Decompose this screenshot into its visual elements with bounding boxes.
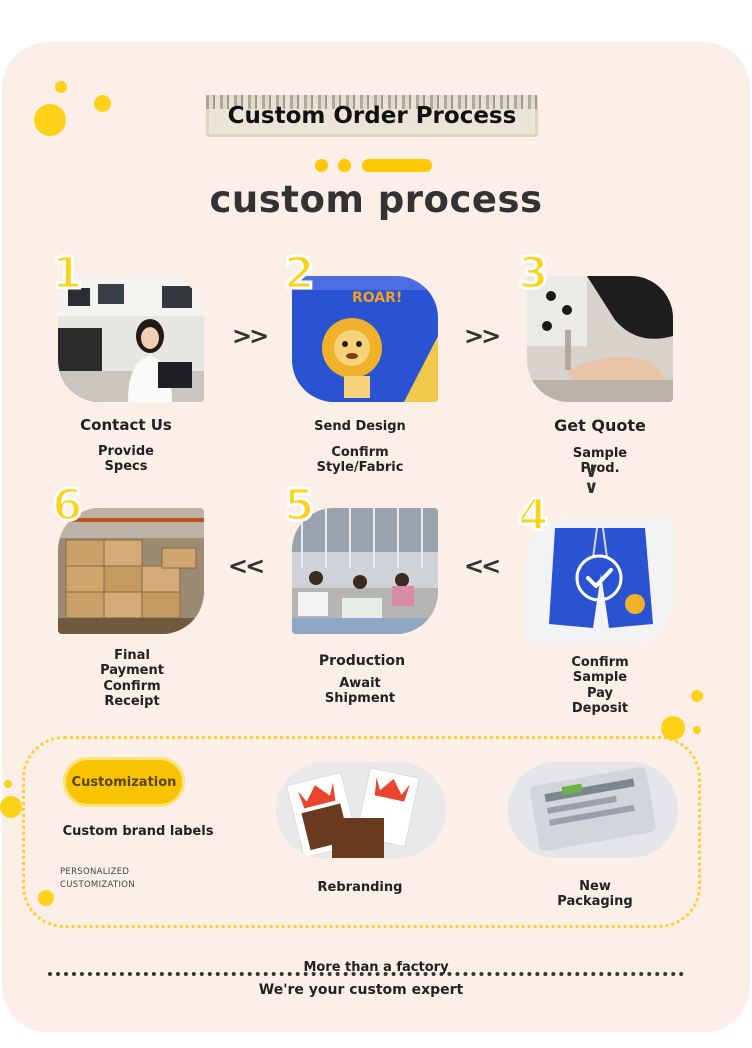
step-3-subtitle-1: Sample — [572, 446, 628, 461]
step-2-subtitle-2: Style/Fabric — [316, 460, 404, 475]
decor-dot — [55, 81, 67, 93]
step-4-subtitle-1: Confirm — [571, 655, 629, 670]
decor-dot — [338, 159, 351, 172]
step-4-subtitle-2: Sample — [572, 670, 628, 685]
check-icon — [586, 568, 613, 588]
packaging-text-2: Packaging — [557, 894, 633, 909]
decor-dot — [691, 690, 703, 702]
step-1-subtitle-2: Specs — [104, 459, 148, 474]
footer-line-1: More than a factory — [303, 960, 449, 975]
roar-text: ROAR! — [352, 290, 402, 306]
decor-dot — [4, 780, 12, 788]
step-3-photo — [527, 276, 673, 402]
step-4-photo — [527, 518, 673, 644]
arrow-forward-2: >> — [464, 322, 501, 350]
customization-panel — [22, 736, 701, 928]
step-1-photo — [58, 276, 204, 402]
step-5-title: Production — [318, 653, 406, 669]
arrow-back-1: << — [228, 552, 265, 580]
customization-pill: Customization — [66, 760, 182, 804]
step-6-photo — [58, 508, 204, 634]
step-6-subtitle-4: Receipt — [104, 694, 160, 709]
step-6-subtitle-2: Payment — [100, 663, 164, 678]
step-2-subtitle-1: Confirm — [331, 445, 389, 460]
decor-dot — [0, 796, 22, 818]
step-4-subtitle-3: Pay — [586, 686, 614, 701]
brand-labels-text: Custom brand labels — [62, 824, 214, 839]
chevron-down-icon: ∨ — [584, 477, 599, 498]
rebranding-text: Rebranding — [317, 880, 403, 895]
personalized-line-1: PERSONALIZED — [60, 867, 130, 877]
decor-bar — [362, 159, 432, 172]
step-1-subtitle-1: Provide — [98, 444, 154, 459]
step-6-number: 6 — [51, 479, 85, 533]
step-6-subtitle-3: Confirm — [103, 679, 161, 694]
packaging-photo — [508, 762, 678, 858]
arrow-back-2: << — [464, 552, 501, 580]
step-1-title: Contact Us — [80, 416, 172, 434]
personalized-line-2: CUSTOMIZATION — [60, 880, 135, 890]
check-circle-icon — [575, 554, 623, 602]
step-3-subtitle-2: Prod. — [580, 461, 620, 476]
packaging-text-1: New — [579, 879, 611, 894]
step-5-subtitle-2: Shipment — [324, 691, 396, 706]
page-title: custom process — [209, 178, 543, 221]
step-2-photo: ROAR! — [292, 276, 438, 402]
chevron-down-icon: ∨ — [584, 461, 599, 482]
title-banner — [206, 95, 538, 137]
footer-line-2: We're your custom expert — [258, 982, 464, 998]
banner-title: Custom Order Process — [227, 103, 517, 129]
footer-divider — [48, 972, 684, 976]
labels-photo — [276, 762, 446, 858]
step-5-photo — [292, 508, 438, 634]
step-4-number: 4 — [517, 489, 551, 543]
step-2-title: Send Design — [314, 419, 406, 434]
decor-dot — [693, 726, 701, 734]
step-3-number: 3 — [517, 247, 551, 301]
step-2-number: 2 — [283, 247, 317, 301]
decor-dot — [315, 159, 328, 172]
step-6-subtitle-1: Final — [114, 648, 150, 663]
decor-dot — [34, 104, 66, 136]
step-3-title: Get Quote — [554, 416, 646, 435]
step-5-subtitle-1: Await — [339, 676, 381, 691]
arrow-down: ∨ ∨ — [584, 461, 599, 498]
step-4-subtitle-4: Deposit — [571, 701, 629, 716]
step-5-number: 5 — [283, 479, 317, 533]
decor-dot — [94, 95, 111, 112]
step-1-number: 1 — [51, 247, 85, 301]
arrow-forward-1: >> — [232, 322, 269, 350]
